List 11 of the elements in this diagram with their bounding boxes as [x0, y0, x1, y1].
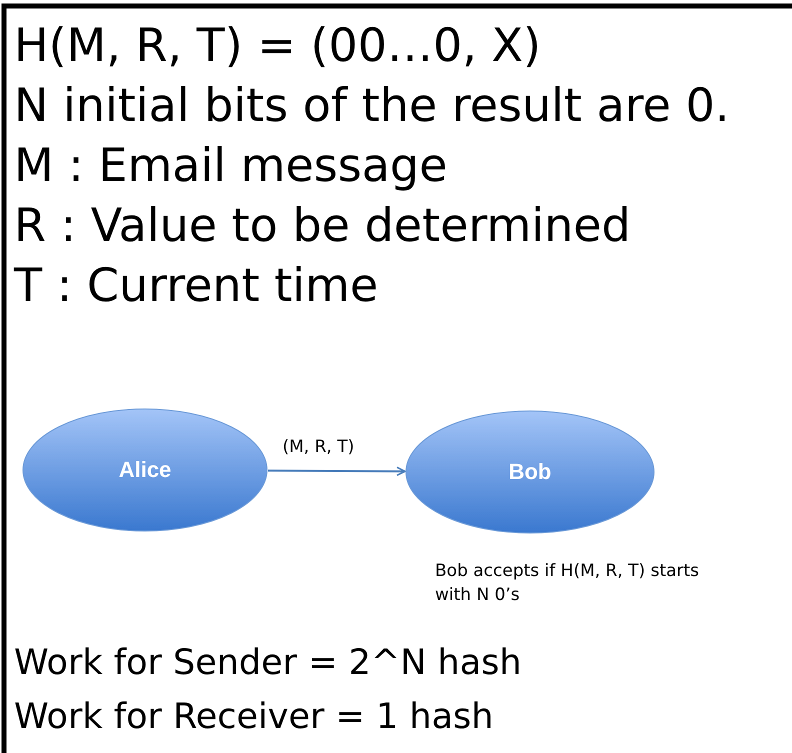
statement-text: R : Value to be determined: [14, 202, 631, 248]
node-label: Alice: [118, 457, 172, 483]
statement-text: Work for Sender = 2^N hash: [14, 646, 522, 681]
arrow: [268, 466, 406, 476]
edge-label: (M, R, T): [282, 438, 354, 456]
statement-text: H(M, R, T) = (00…0, X): [14, 22, 541, 68]
statement-text: Work for Receiver = 1 hash: [14, 700, 494, 735]
statement-text: T : Current time: [14, 262, 378, 308]
node-note: Bob accepts if H(M, R, T) starts with N 0’s: [435, 560, 700, 607]
statement-text: N initial bits of the result are 0.: [14, 82, 730, 128]
node-label: Bob: [508, 459, 552, 485]
